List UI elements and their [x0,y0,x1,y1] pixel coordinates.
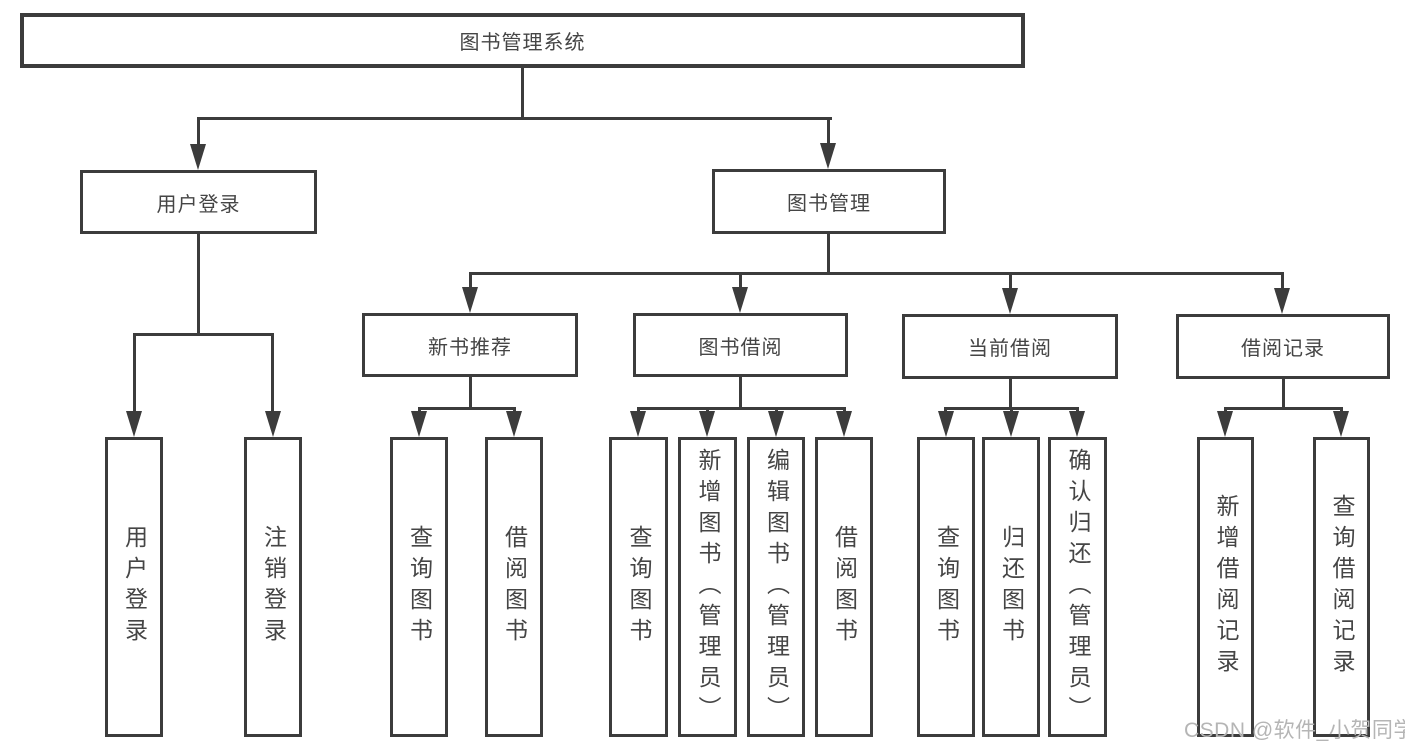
leaf-query-books-1-label: 查询图书 [406,525,433,649]
arrowhead-down-icon [820,143,836,169]
node-current-borrowing: 当前借阅 [902,314,1118,379]
leaf-confirm-return-admin-label: 确认归还（管理员） [1065,447,1091,727]
connector-line [827,117,830,145]
connector-line [271,333,274,413]
connector-line [521,68,524,118]
connector-line [1281,272,1284,288]
connector-line [637,407,846,410]
leaf-add-books-admin-label: 新增图书（管理员） [695,447,721,727]
node-book-borrowing: 图书借阅 [633,313,848,377]
connector-line [1282,379,1285,409]
node-new-book-recommend-label: 新书推荐 [428,336,512,359]
leaf-query-books-2-label: 查询图书 [626,525,652,649]
leaf-return-books: 归还图书 [982,437,1040,737]
connector-line [197,234,200,335]
arrowhead-down-icon [1003,411,1019,437]
node-book-management: 图书管理 [712,169,946,234]
leaf-query-books-3-label: 查询图书 [933,525,960,649]
node-root: 图书管理系统 [20,13,1025,68]
connector-line [469,272,1283,275]
connector-line [133,333,274,336]
connector-line [739,272,742,288]
node-new-book-recommend: 新书推荐 [362,313,578,377]
node-user-login: 用户登录 [80,170,317,234]
arrowhead-down-icon [1002,288,1018,314]
connector-line [1009,379,1012,409]
connector-line [469,377,472,409]
connector-line [827,234,830,274]
arrowhead-down-icon [836,411,852,437]
arrowhead-down-icon [462,287,478,313]
leaf-add-borrow-record-label: 新增借阅记录 [1213,494,1239,680]
leaf-query-books-2: 查询图书 [609,437,668,737]
connector-line [469,272,472,288]
node-user-login-label: 用户登录 [156,193,241,216]
node-book-management-label: 图书管理 [787,193,871,215]
connector-line [197,117,832,120]
arrowhead-down-icon [126,411,142,437]
arrowhead-down-icon [506,411,522,437]
node-borrowing-records: 借阅记录 [1176,314,1390,379]
node-root-label: 图书管理系统 [459,32,586,54]
leaf-edit-books-admin: 编辑图书（管理员） [747,437,805,737]
arrowhead-down-icon [699,411,715,437]
leaf-edit-books-admin-label: 编辑图书（管理员） [763,447,790,727]
arrowhead-down-icon [938,411,954,437]
leaf-borrow-books-2: 借阅图书 [815,437,873,737]
leaf-query-borrow-record: 查询借阅记录 [1313,437,1370,737]
arrowhead-down-icon [732,287,748,313]
connector-line [197,117,200,146]
node-book-borrowing-label: 图书借阅 [698,336,783,359]
connector-line [1009,272,1012,288]
arrowhead-down-icon [630,411,646,437]
arrowhead-down-icon [1217,411,1233,437]
leaf-query-books-3: 查询图书 [917,437,975,737]
arrowhead-down-icon [768,411,784,437]
csdn-watermark: CSDN @软件_小贺同学 [1184,719,1405,742]
arrowhead-down-icon [411,411,427,437]
leaf-confirm-return-admin: 确认归还（管理员） [1048,437,1107,737]
leaf-user-login: 用户登录 [105,437,163,737]
leaf-query-books-1: 查询图书 [390,437,448,737]
leaf-borrow-books-1-label: 借阅图书 [501,525,528,649]
arrowhead-down-icon [1069,411,1085,437]
leaf-return-books-label: 归还图书 [998,525,1025,649]
node-current-borrowing-label: 当前借阅 [968,338,1052,360]
node-borrowing-records-label: 借阅记录 [1241,338,1325,360]
leaf-borrow-books-1: 借阅图书 [485,437,543,737]
leaf-borrow-books-2-label: 借阅图书 [831,525,858,649]
connector-line [1224,407,1343,410]
arrowhead-down-icon [265,411,281,437]
connector-line [418,407,516,410]
connector-line [133,333,136,413]
leaf-logout-label: 注销登录 [260,525,287,649]
connector-line [739,377,742,409]
leaf-logout: 注销登录 [244,437,302,737]
leaf-add-books-admin: 新增图书（管理员） [678,437,737,737]
leaf-add-borrow-record: 新增借阅记录 [1197,437,1254,737]
leaf-user-login-label: 用户登录 [121,525,148,649]
arrowhead-down-icon [190,144,206,170]
leaf-query-borrow-record-label: 查询借阅记录 [1329,494,1355,680]
arrowhead-down-icon [1274,288,1290,314]
arrowhead-down-icon [1333,411,1349,437]
